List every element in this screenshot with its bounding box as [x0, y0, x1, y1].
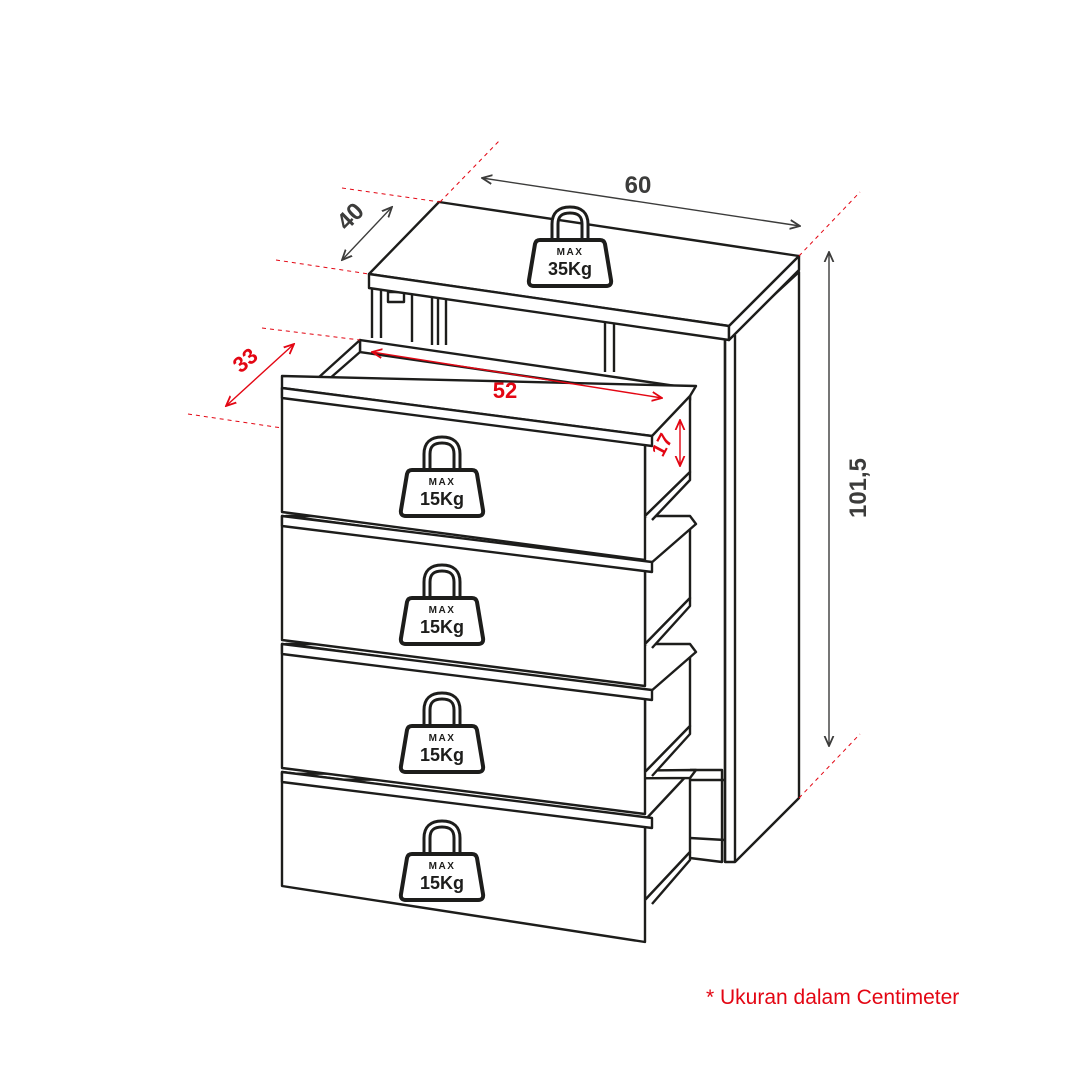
weight-drawer-1-value: 15Kg — [420, 489, 464, 509]
weight-drawer-3-max-label: MAX — [429, 733, 456, 744]
depth-label: 40 — [332, 198, 370, 236]
cabinet-carcass — [370, 270, 801, 864]
weight-drawer-1-max-label: MAX — [429, 477, 456, 488]
unit-note: * Ukuran dalam Centimeter — [706, 986, 960, 1009]
height-label: 101,5 — [845, 458, 872, 518]
weight-drawer-3-value: 15Kg — [420, 745, 464, 765]
weight-icon-top: MAX 35Kg — [529, 210, 611, 286]
extension-lines — [187, 139, 861, 799]
weight-icon-drawer-3: MAX 15Kg — [401, 696, 483, 772]
weight-top-value: 35Kg — [548, 259, 592, 279]
weight-drawer-4-value: 15Kg — [420, 873, 464, 893]
weight-icon-drawer-4: MAX 15Kg — [401, 824, 483, 900]
weight-drawer-2-max-label: MAX — [429, 605, 456, 616]
weight-top-max-label: MAX — [557, 247, 584, 258]
width-label: 60 — [625, 172, 652, 199]
weight-drawer-4-max-label: MAX — [429, 861, 456, 872]
weight-icon-drawer-1: MAX 15Kg — [401, 440, 483, 516]
weight-icon-drawer-2: MAX 15Kg — [401, 568, 483, 644]
dimension-drawer-width-line — [372, 352, 662, 398]
dimension-drawer-depth-line — [226, 344, 294, 406]
dimension-width-line — [482, 178, 800, 226]
drawer-depth-label: 33 — [228, 343, 263, 378]
drawer-width-label: 52 — [493, 378, 517, 403]
dimension-depth-line — [342, 207, 392, 260]
weight-drawer-2-value: 15Kg — [420, 617, 464, 637]
